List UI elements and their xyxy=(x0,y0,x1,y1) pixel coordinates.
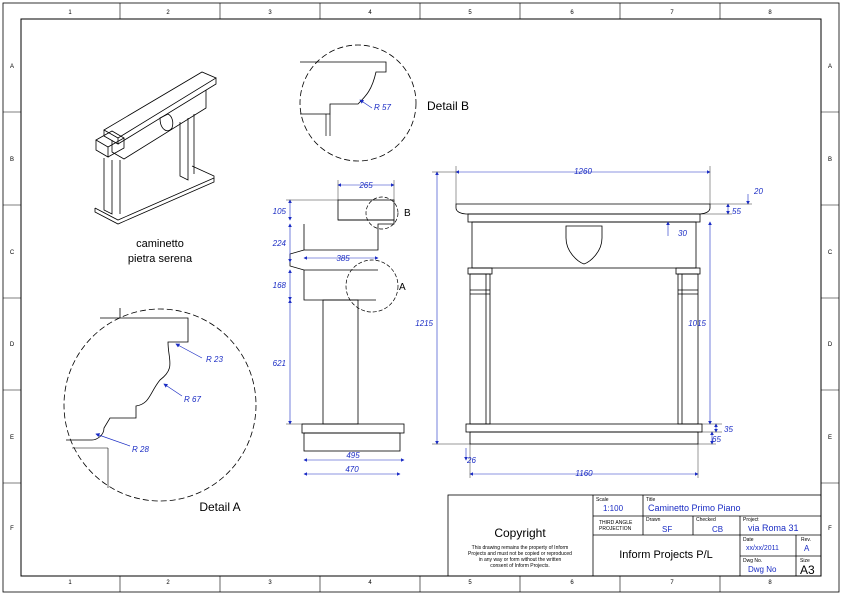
side-dim-105: 105 xyxy=(273,207,287,216)
detail-a-r23: R 23 xyxy=(206,355,223,364)
svg-text:1: 1 xyxy=(68,580,72,586)
scale-label: Scale xyxy=(596,497,609,503)
checked-label: Checked xyxy=(696,517,716,523)
detail-b: R 57 xyxy=(299,44,417,162)
svg-text:5: 5 xyxy=(468,580,472,586)
side-dim-385: 385 xyxy=(336,254,350,263)
svg-text:THIRD ANGLE: THIRD ANGLE xyxy=(599,520,633,526)
detail-a-r67: R 67 xyxy=(184,395,201,404)
svg-text:7: 7 xyxy=(670,10,674,16)
svg-text:C: C xyxy=(10,250,15,256)
svg-text:B: B xyxy=(828,157,832,163)
project-label: Project xyxy=(743,517,759,523)
svg-text:E: E xyxy=(10,435,14,441)
svg-text:7: 7 xyxy=(670,580,674,586)
svg-text:in any way or form without the: in any way or form without the written xyxy=(479,557,562,563)
size-label: Size xyxy=(800,558,810,564)
detail-b-r57: R 57 xyxy=(374,103,391,112)
svg-text:E: E xyxy=(828,435,832,441)
svg-text:5: 5 xyxy=(468,10,472,16)
front-dim-1260: 1260 xyxy=(574,167,592,176)
detail-b-label: Detail B xyxy=(427,99,469,113)
svg-text:F: F xyxy=(828,526,832,532)
svg-text:This drawing remains the prope: This drawing remains the property of Inf… xyxy=(472,545,569,551)
front-dim-35: 35 xyxy=(724,425,733,434)
side-dim-470: 470 xyxy=(345,465,359,474)
iso-caption-line1: caminetto xyxy=(136,238,184,250)
date-label: Date xyxy=(743,537,754,543)
title-label: Title xyxy=(646,497,655,503)
svg-text:B: B xyxy=(10,157,14,163)
rev-value: A xyxy=(804,544,810,553)
front-dim-55: 55 xyxy=(732,207,741,216)
side-view: B A 265 385 495 470 105 224 168 621 xyxy=(272,180,411,476)
front-dim-20: 20 xyxy=(753,187,763,196)
title-value: Caminetto Primo Piano xyxy=(648,503,741,513)
col-label: 1 xyxy=(68,10,72,16)
drawn-value: SF xyxy=(662,525,672,534)
svg-text:8: 8 xyxy=(768,580,772,586)
svg-text:4: 4 xyxy=(368,580,372,586)
front-dim-30: 30 xyxy=(678,229,687,238)
svg-text:4: 4 xyxy=(368,10,372,16)
project-value: via Roma 31 xyxy=(748,523,799,533)
svg-text:6: 6 xyxy=(570,580,574,586)
title-block: Copyright This drawing remains the prope… xyxy=(447,494,822,577)
side-dim-168: 168 xyxy=(273,281,287,290)
detail-a-r28: R 28 xyxy=(132,445,149,454)
svg-text:6: 6 xyxy=(570,10,574,16)
row-label: A xyxy=(10,64,14,70)
dwgno-value: Dwg No xyxy=(748,565,777,574)
company-name: Inform Projects P/L xyxy=(619,549,713,561)
drawn-label: Drawn xyxy=(646,517,661,523)
dwgno-label: Dwg No. xyxy=(743,558,762,564)
scale-value: 1:100 xyxy=(603,504,624,513)
detail-a: R 23 R 67 R 28 xyxy=(63,308,257,502)
svg-text:Projects and must not be copie: Projects and must not be copied or repro… xyxy=(468,551,572,557)
svg-text:2: 2 xyxy=(166,10,170,16)
copyright-title: Copyright xyxy=(494,526,546,540)
iso-caption-line2: pietra serena xyxy=(128,253,193,265)
front-dim-1160: 1160 xyxy=(575,469,593,478)
front-dim-65: 65 xyxy=(712,435,721,444)
svg-text:F: F xyxy=(10,526,14,532)
front-view: 1260 20 55 30 1215 1015 35 65 26 1160 xyxy=(415,166,763,478)
side-dim-224: 224 xyxy=(272,239,287,248)
size-value: A3 xyxy=(800,563,815,577)
svg-text:A: A xyxy=(828,64,832,70)
svg-text:PROJECTION: PROJECTION xyxy=(599,526,632,532)
detail-marker-b: B xyxy=(404,208,411,219)
svg-text:8: 8 xyxy=(768,10,772,16)
svg-text:3: 3 xyxy=(268,580,272,586)
detail-a-label: Detail A xyxy=(199,500,240,514)
side-dim-621: 621 xyxy=(273,359,286,368)
front-dim-1015: 1015 xyxy=(688,319,706,328)
detail-marker-a: A xyxy=(399,282,406,293)
checked-value: CB xyxy=(712,525,723,534)
svg-text:consent of Inform Projects.: consent of Inform Projects. xyxy=(490,563,549,569)
front-dim-1215: 1215 xyxy=(415,319,433,328)
svg-text:D: D xyxy=(10,342,15,348)
svg-text:2: 2 xyxy=(166,580,170,586)
rev-label: Rev. xyxy=(801,537,811,543)
side-dim-495: 495 xyxy=(346,451,360,460)
side-dim-265: 265 xyxy=(358,181,373,190)
date-value: xx/xx/2011 xyxy=(746,545,779,552)
svg-text:3: 3 xyxy=(268,10,272,16)
svg-text:D: D xyxy=(828,342,833,348)
svg-text:C: C xyxy=(828,250,833,256)
front-dim-26: 26 xyxy=(466,456,476,465)
isometric-view xyxy=(94,71,217,225)
